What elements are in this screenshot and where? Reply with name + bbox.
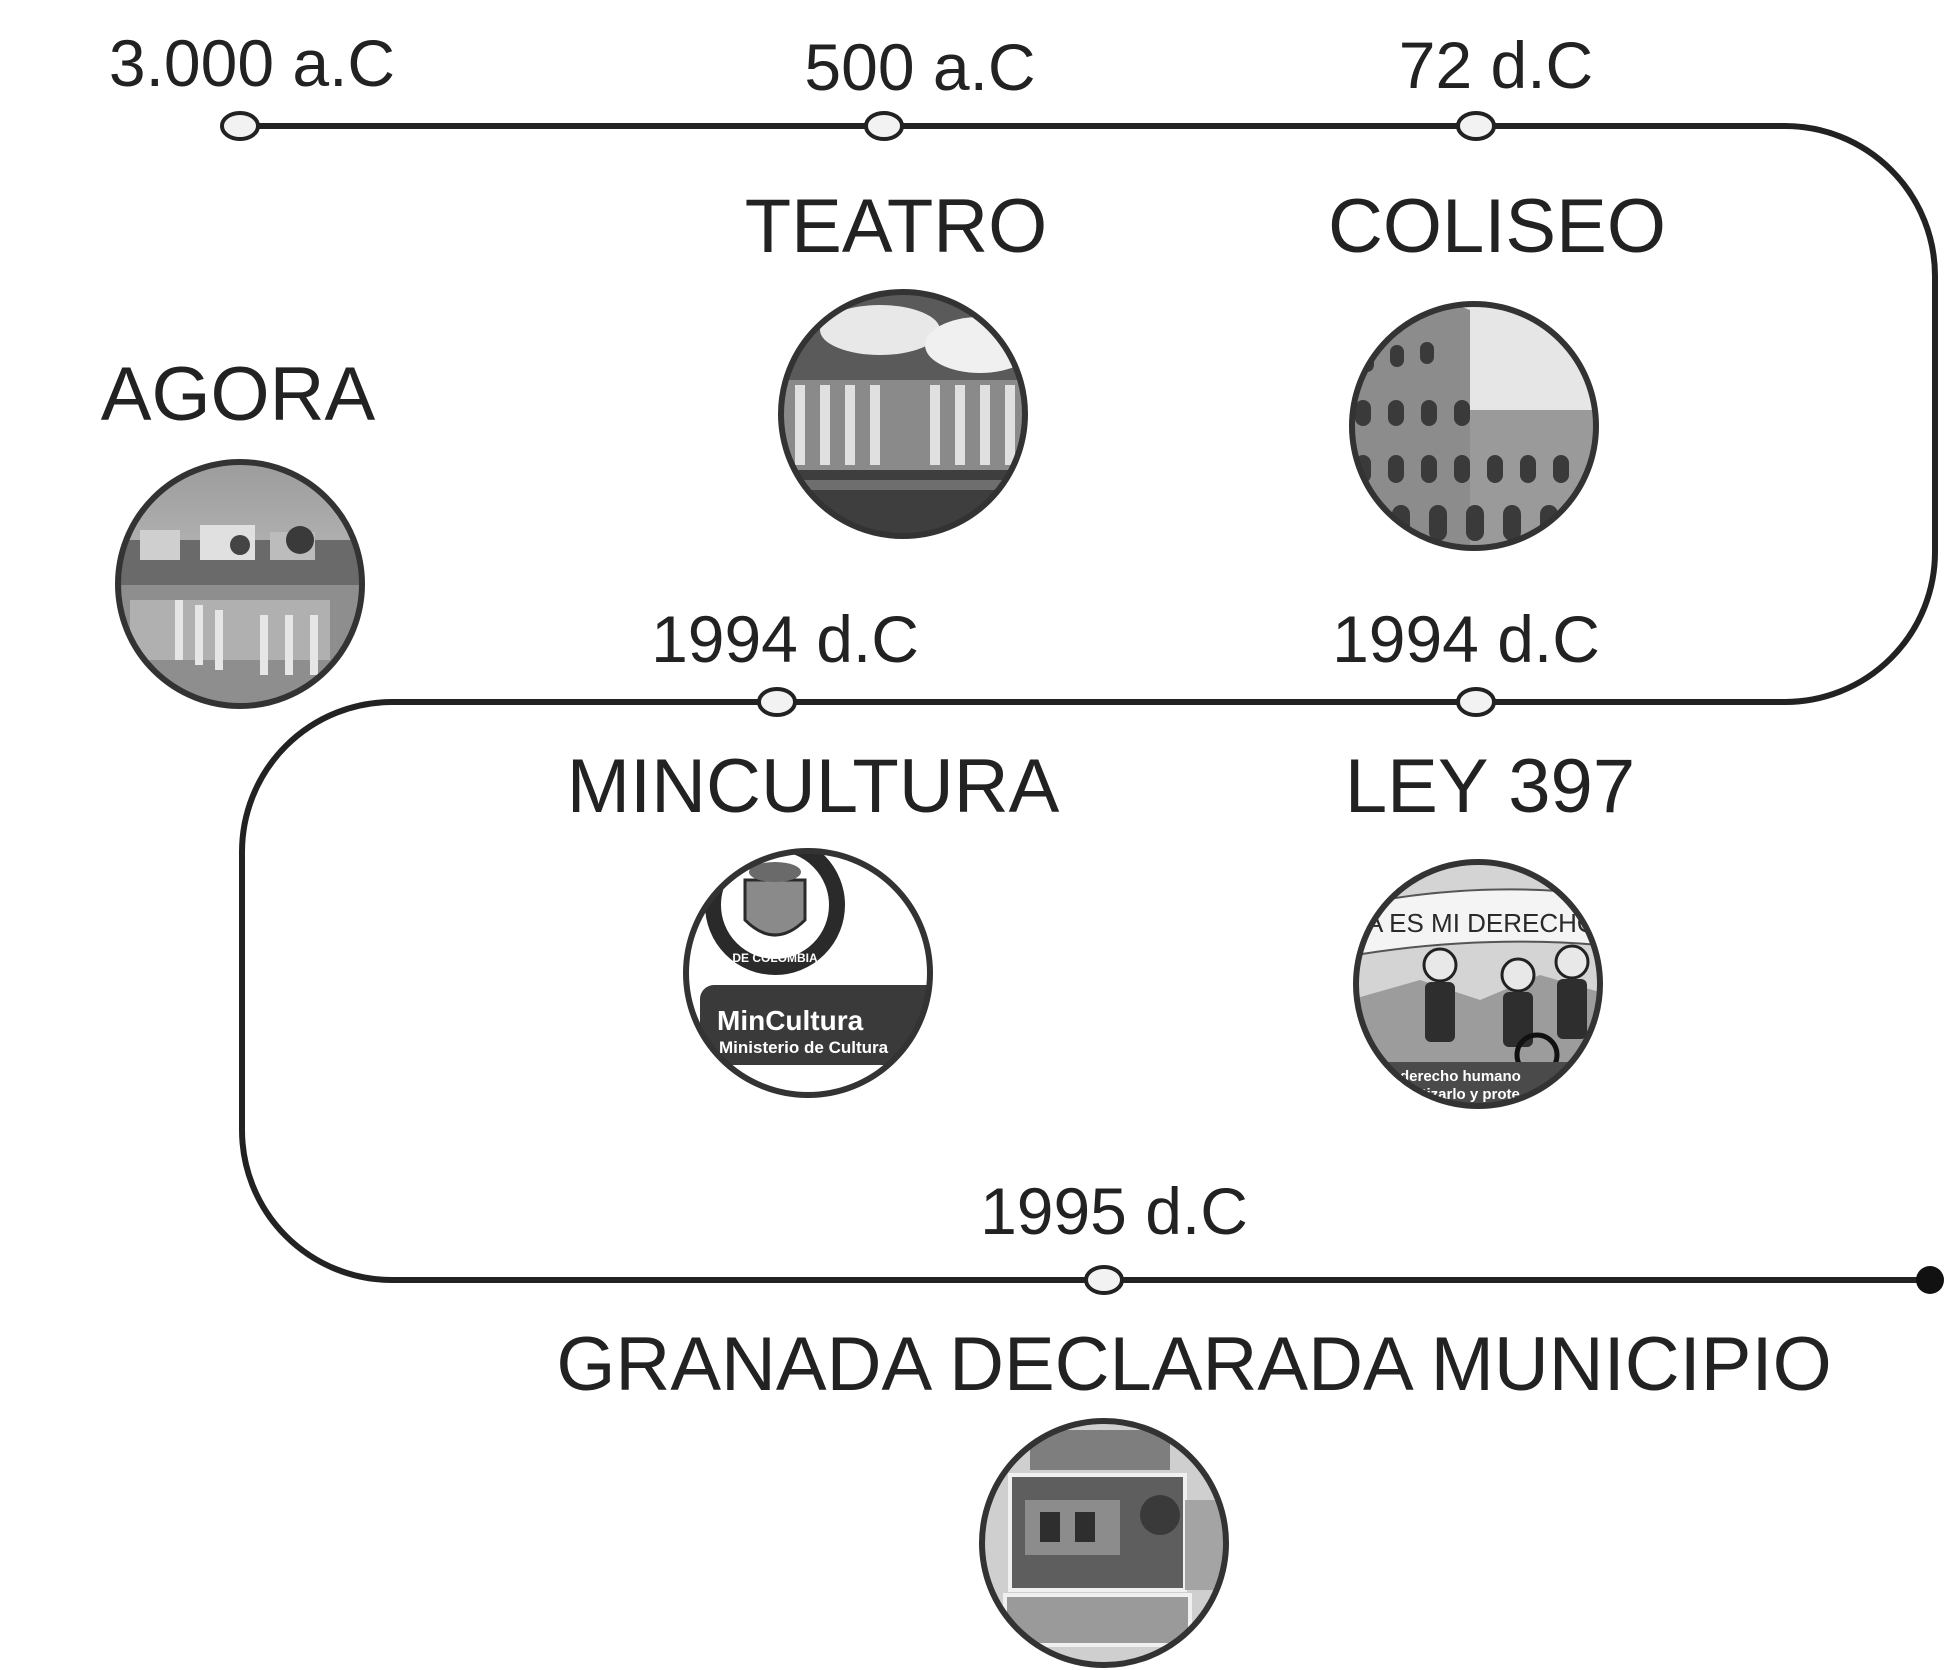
- granada-photo: [979, 1418, 1229, 1668]
- mincultura-logo: DE COLOMBIA MinCultura Ministerio de Cul…: [683, 848, 933, 1098]
- timeline-path: [239, 123, 1938, 1283]
- date-label-agora: 3.000 a.C: [109, 26, 395, 100]
- title-label-agora: AGORA: [101, 352, 376, 437]
- node-marker-agora: [220, 111, 260, 141]
- title-label-ley397: LEY 397: [1345, 744, 1635, 829]
- title-label-teatro: TEATRO: [745, 184, 1048, 269]
- coliseo-photo: [1349, 301, 1599, 551]
- node-marker-granada: [1084, 1265, 1124, 1295]
- teatro-photo: [778, 289, 1028, 539]
- date-label-ley397: 1994 d.C: [1332, 602, 1600, 676]
- date-label-granada: 1995 d.C: [980, 1174, 1248, 1248]
- mincultura-brand-text: MinCultura: [717, 1005, 864, 1036]
- date-label-mincultura: 1994 d.C: [651, 602, 919, 676]
- timeline-end-dot: [1916, 1266, 1944, 1294]
- date-label-coliseo: 72 d.C: [1399, 28, 1593, 102]
- cartoon-figures: [1422, 944, 1590, 1078]
- mincultura-ring-text: DE COLOMBIA: [732, 951, 818, 965]
- node-marker-teatro: [864, 111, 904, 141]
- node-marker-coliseo: [1456, 111, 1496, 141]
- ley397-banner-text: A ES MI DERECHO: [1366, 908, 1597, 938]
- agora-photo: [115, 459, 365, 709]
- date-label-teatro: 500 a.C: [804, 30, 1035, 104]
- title-label-granada: GRANADA DECLARADA MUNICIPIO: [556, 1322, 1831, 1407]
- ley397-illustration: A ES MI DERECHO derecho humano antizarlo…: [1353, 859, 1603, 1109]
- node-marker-ley397: [1456, 687, 1496, 717]
- coat-of-arms-icon: [743, 878, 807, 937]
- node-marker-mincultura: [757, 687, 797, 717]
- title-label-coliseo: COLISEO: [1328, 184, 1666, 269]
- title-label-mincultura: MINCULTURA: [567, 744, 1060, 829]
- mincultura-sub-text: Ministerio de Cultura: [719, 1038, 889, 1057]
- ley397-caption-1: derecho humano: [1400, 1068, 1521, 1085]
